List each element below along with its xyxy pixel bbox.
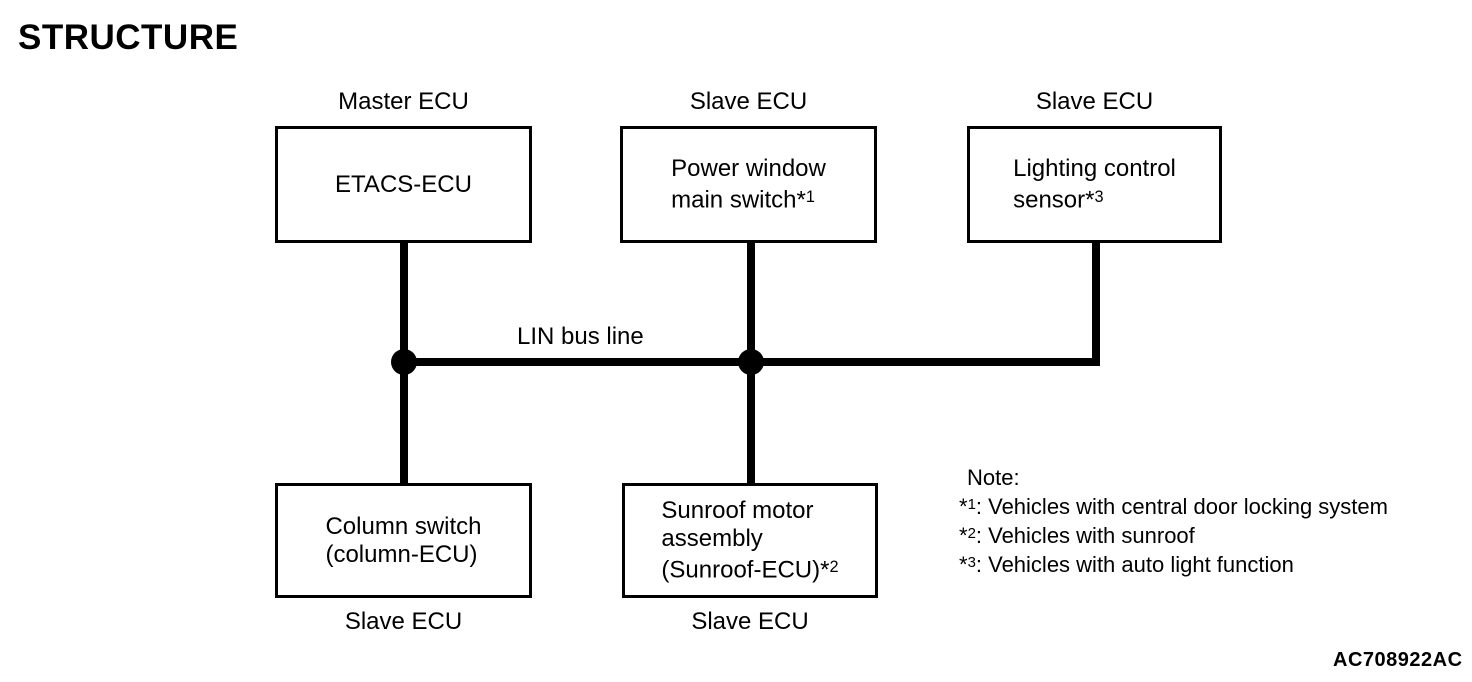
footnote-num: 3 [967, 553, 976, 571]
footnote-star: * [959, 493, 968, 519]
connector-lighting-to-bus [1092, 242, 1100, 366]
note-item-text: : Vehicles with auto light function [975, 551, 1294, 577]
note-item-1: *1: Vehicles with central door locking s… [959, 491, 1388, 520]
node-label-column-switch: Column switch (column-ECU) [325, 512, 482, 568]
footnote-ref-3: 3 [1094, 187, 1104, 206]
node-box-column-switch: Column switch (column-ECU) [275, 483, 532, 598]
note-item-text: : Vehicles with sunroof [975, 522, 1195, 548]
node-box-sunroof-motor-assembly: Sunroof motor assembly (Sunroof-ECU)*2 [622, 483, 878, 598]
figure-code: AC708922AC [1333, 649, 1463, 671]
footnote-ref-1: 1 [805, 187, 815, 206]
note-item-2: *2: Vehicles with sunroof [959, 520, 1388, 549]
role-label-slave-ecu-sunroof: Slave ECU [691, 608, 809, 635]
role-label-slave-ecu-power-window: Slave ECU [689, 88, 808, 115]
note-block: Note: *1: Vehicles with central door loc… [959, 464, 1388, 578]
node-label-power-window-main-switch: Power window main switch*1 [671, 154, 826, 214]
role-label-master-ecu: Master ECU [338, 88, 469, 115]
note-item-text: : Vehicles with central door locking sys… [975, 493, 1388, 519]
node-label-sunroof-motor-assembly: Sunroof motor assembly (Sunroof-ECU)*2 [661, 496, 839, 584]
node-box-power-window-main-switch: Power window main switch*1 [620, 126, 877, 243]
junction-dot-power-window [738, 349, 764, 375]
footnote-num: 1 [967, 496, 976, 513]
footnote-ref-star: * [820, 556, 830, 584]
role-label-slave-ecu-column: Slave ECU [344, 608, 463, 635]
footnote-star: * [959, 522, 968, 548]
note-item-3: *3: Vehicles with auto light function [959, 549, 1388, 578]
note-title: Note: [967, 465, 1020, 490]
junction-dot-etacs [391, 349, 417, 375]
node-box-lighting-control-sensor: Lighting control sensor*3 [967, 126, 1222, 243]
lin-bus-line-label: LIN bus line [517, 323, 644, 350]
node-label-lighting-control-sensor: Lighting control sensor*3 [1013, 154, 1176, 214]
page-title: STRUCTURE [18, 18, 239, 57]
node-box-etacs-ecu: ETACS-ECU [275, 126, 532, 243]
footnote-ref-2: 2 [829, 557, 839, 576]
role-label-slave-ecu-lighting: Slave ECU [1035, 88, 1154, 115]
footnote-ref-star: * [796, 186, 806, 214]
node-label-etacs-ecu: ETACS-ECU [335, 170, 472, 198]
footnote-num: 2 [967, 524, 976, 542]
footnote-star: * [959, 551, 968, 577]
footnote-ref-star: * [1085, 186, 1095, 214]
